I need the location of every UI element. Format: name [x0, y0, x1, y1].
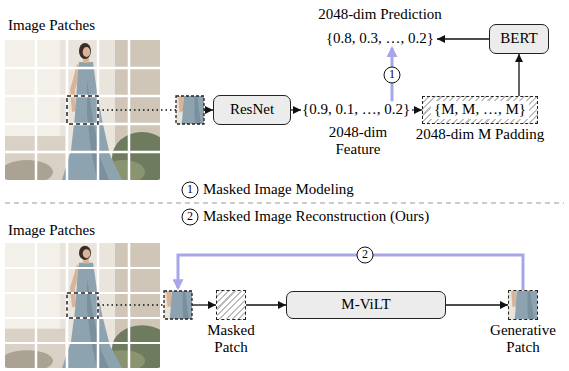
section-label: Image Patches [8, 17, 95, 34]
process-box: M-ViLT [286, 291, 446, 319]
connector-arrow [518, 54, 519, 96]
patch-copy [97, 227, 268, 371]
vector-value: {0.8, 0.3, …, 0.2} [326, 30, 434, 47]
patch-border [164, 291, 192, 319]
process-box: ResNet [213, 95, 291, 125]
box-label: ResNet [230, 101, 274, 118]
flow-arrow [204, 109, 213, 110]
section-label: Image Patches [8, 222, 95, 239]
box-caption: Masked Patch [203, 322, 259, 357]
dotted-leader [98, 109, 176, 110]
flow-arrow [437, 38, 489, 39]
patch-box: Generative Patch [508, 290, 538, 320]
image-patches [1, 243, 172, 371]
step-circle [182, 182, 198, 198]
masked-box: Masked Patch [216, 290, 246, 320]
connector-arrow [246, 304, 286, 305]
flow-arrow [192, 304, 216, 305]
masked-box: {M, M, …, M}2048-dim M Padding [422, 96, 538, 124]
step-circle [357, 247, 373, 263]
output-caption: 2048-dim Prediction [318, 6, 442, 23]
dotted-leader [98, 304, 164, 305]
step-circle [384, 67, 400, 83]
process-box: BERT [489, 24, 549, 54]
callout-number: 1 [389, 68, 395, 82]
connectors [246, 54, 519, 305]
reconstruction-loop [178, 255, 523, 290]
step-circles [182, 67, 400, 263]
box-label: M-ViLT [341, 296, 390, 313]
patch-copy [109, 32, 280, 193]
callout-number: 2 [187, 210, 193, 224]
box-label: {M, M, …, M} [431, 101, 529, 118]
box-label: BERT [500, 30, 537, 47]
callout-number: 1 [187, 183, 193, 197]
box-caption: Generative Patch [487, 322, 559, 357]
separator-line [5, 203, 564, 204]
generated-patch-image [509, 291, 537, 319]
step-circle [182, 209, 198, 225]
patch-border [176, 96, 204, 124]
generated-patch-image [509, 291, 537, 319]
flow-arrow [291, 109, 301, 110]
flow-arrow [412, 109, 422, 110]
step-title: Masked Image Modeling [203, 181, 354, 198]
image-patches [1, 40, 172, 184]
box-caption: 2048-dim M Padding [416, 126, 544, 143]
connector-arrow [446, 304, 508, 305]
callout-number: 2 [362, 248, 368, 262]
layout-arrows [192, 39, 489, 305]
feature-caption: 2048-dim Feature [323, 124, 393, 159]
vector-value: {0.9, 0.1, …, 0.2} [302, 101, 410, 118]
step-title: Masked Image Reconstruction (Ours) [203, 208, 429, 225]
